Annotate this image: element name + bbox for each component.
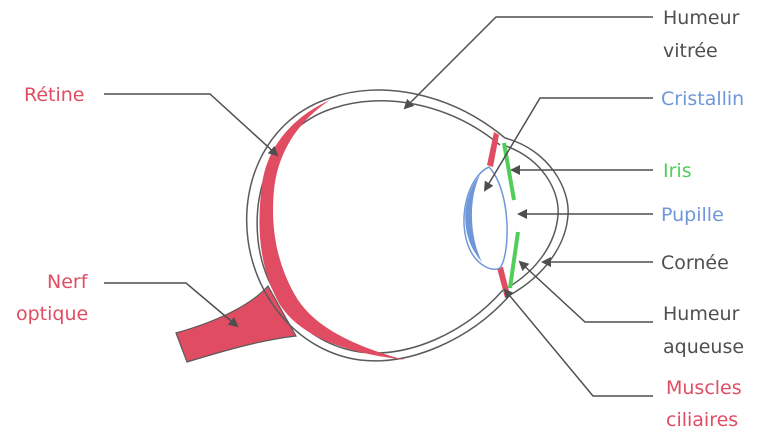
label-retine: Rétine	[24, 84, 85, 106]
label-nerf-line1: Nerf	[47, 271, 89, 293]
label-humeur-vitree-line1: Humeur	[663, 7, 740, 29]
iris-top	[502, 142, 516, 201]
label-iris: Iris	[663, 160, 692, 182]
label-cornee: Cornée	[661, 252, 729, 274]
sclera-inner	[256, 100, 504, 354]
cornea-outer	[504, 137, 569, 296]
sclera-outer	[246, 89, 511, 362]
arrow-humeur-aqueuse	[518, 260, 653, 323]
cornea-inner	[502, 144, 559, 289]
label-muscles-line1: Muscles	[666, 377, 742, 399]
arrow-cristallin	[483, 97, 653, 192]
label-cristallin: Cristallin	[661, 88, 744, 110]
label-humeur-aqueuse-line2: aqueuse	[663, 336, 744, 358]
arrow-muscles	[503, 288, 653, 397]
iris-bottom	[508, 231, 520, 289]
arrow-retine	[104, 93, 279, 157]
label-muscles-line2: ciliaires	[666, 409, 738, 431]
arrow-humeur-vitree	[403, 16, 653, 110]
label-nerf-line2: optique	[16, 303, 88, 325]
label-humeur-vitree-line2: vitrée	[663, 40, 718, 62]
label-humeur-aqueuse-line1: Humeur	[663, 303, 740, 325]
lens-shading	[465, 175, 482, 262]
ciliary-muscle-top	[487, 132, 499, 167]
arrow-nerf	[104, 282, 239, 328]
label-pupille: Pupille	[661, 204, 724, 226]
